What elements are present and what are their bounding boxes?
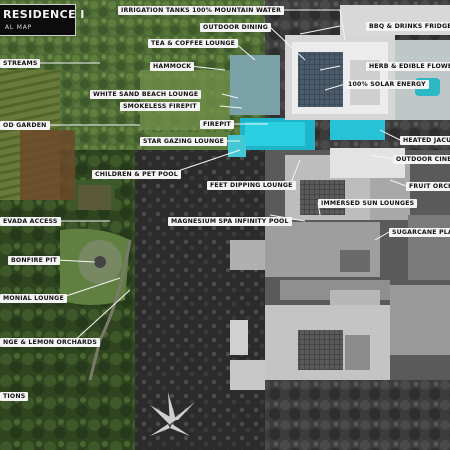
label-magnesium-spa-infinity-pool: MAGNESIUM SPA INFINITY POOL (168, 217, 292, 226)
label-irrigation-tanks: IRRIGATION TANKS 100% MOUNTAIN WATER (118, 6, 285, 15)
label-ceremonial-lounge: MONIAL LOUNGE (0, 294, 67, 303)
label-feet-dipping-lounge: FEET DIPPING LOUNGE (207, 181, 296, 190)
label-bonfire-pit: BONFIRE PIT (8, 256, 61, 265)
label-immersed-sun-lounges: IMMERSED SUN LOUNGES (318, 199, 418, 208)
label-levada-access: EVADA ACCESS (0, 217, 61, 226)
label-outdoor-dining: OUTDOOR DINING (200, 23, 272, 32)
label-star-gazing-lounge: STAR GAZING LOUNGE (140, 137, 228, 146)
map-subtitle: AL MAP (5, 24, 33, 31)
label-white-sand-beach-lounge: WHITE SAND BEACH LOUNGE (90, 90, 202, 99)
label-outdoor-cinema: OUTDOOR CINE (393, 155, 450, 164)
label-plantations: TIONS (0, 392, 29, 401)
label-sugarcane-plantation: SUGARCANE PLA (389, 228, 450, 237)
label-tea-coffee-lounge: TEA & COFFEE LOUNGE (148, 39, 239, 48)
label-food-garden: OD GARDEN (0, 121, 50, 130)
label-orange-lemon-orchards: NGE & LEMON ORCHARDS (0, 338, 100, 347)
label-firepit: FIREPIT (200, 120, 234, 129)
label-children-pet-pool: CHILDREN & PET POOL (92, 170, 181, 179)
label-streams: STREAMS (0, 59, 41, 68)
label-smokeless-firepit: SMOKELESS FIREPIT (120, 102, 200, 111)
label-bbq-drinks-fridge: BBQ & DRINKS FRIDGE (366, 22, 450, 31)
label-heated-jacuzzi: HEATED JACU (400, 136, 450, 145)
map-title-box: RESIDENCE I AL MAP (0, 4, 84, 36)
label-hammock: HAMMOCK (150, 62, 195, 71)
label-solar-energy: 100% SOLAR ENERGY (345, 80, 429, 89)
map-title: RESIDENCE I (3, 8, 85, 21)
label-herb-edible-flowers: HERB & EDIBLE FLOWERS (366, 62, 450, 71)
label-fruit-orchard: FRUIT ORCH (406, 182, 450, 191)
